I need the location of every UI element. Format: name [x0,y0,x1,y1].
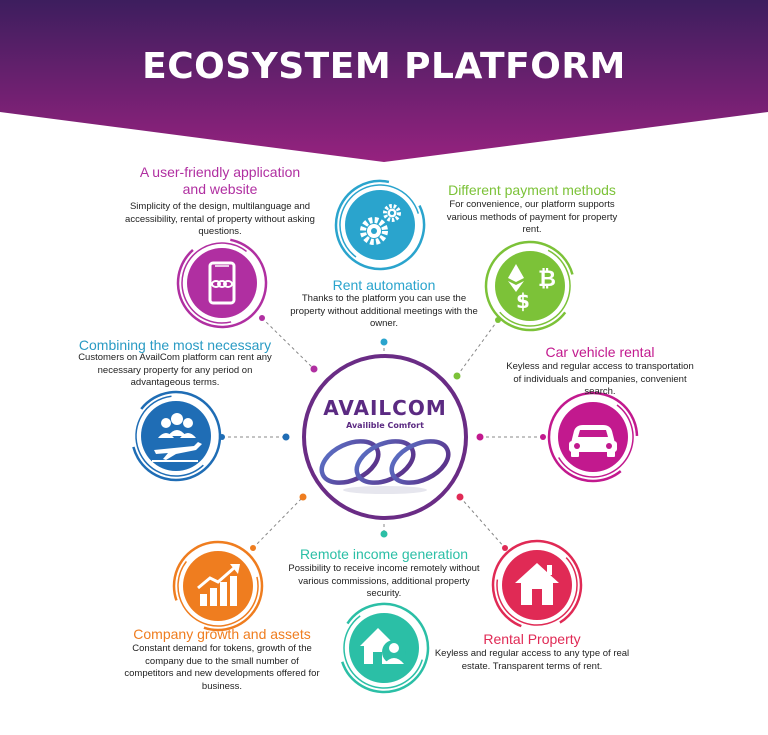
heading-rental: Rental Property [483,631,581,647]
connector-dot [299,493,307,501]
connector-dot [380,338,388,346]
growth-chart-icon [172,540,264,632]
desc-car: Keyless and regular access to transporta… [506,361,694,397]
chain-links-icon [319,439,451,494]
node-rent [334,179,426,271]
heading-rent: Rent automation [332,277,436,293]
desc-app: Simplicity of the design, multilanguage … [125,201,315,237]
brand-name: AVAILCOM [323,396,447,420]
svg-text:₿: ₿ [538,267,556,292]
header-banner [0,0,768,162]
heading-app: A user-friendly application and website [139,164,301,197]
desc-rent: Thanks to the platform you can use the p… [290,293,478,329]
connector-dot [476,433,484,441]
connector-dot [310,365,318,373]
house-icon [491,539,583,631]
connector-dot [250,545,256,551]
node-car [547,391,639,483]
brand-tagline: Availible Comfort [346,421,424,430]
desc-combine: Customers on AvailCom platform can rent … [78,352,272,388]
car-icon [547,391,639,483]
connector-dot [259,315,265,321]
node-payment: ₿ $ [484,240,576,332]
connector-dot [456,493,464,501]
heading-car: Car vehicle rental [545,344,655,360]
desc-payment: For convenience, our platform supports v… [446,199,618,235]
smartphone-icon [176,237,268,329]
people-plane-icon [130,390,222,482]
heading-remote: Remote income generation [299,546,469,562]
desc-growth: Constant demand for tokens, growth of th… [124,643,320,692]
connector-dot [282,433,290,441]
heading-growth: Company growth and assets [133,626,311,642]
desc-rental: Keyless and regular access to any type o… [434,648,630,672]
svg-text:$: $ [516,289,530,313]
desc-remote: Possibility to receive income remotely w… [288,563,480,599]
connector-dot [540,434,546,440]
connector-dot [502,545,508,551]
node-rental [491,539,583,631]
node-combine [130,390,222,482]
house-person-icon [338,602,430,694]
node-growth [172,540,264,632]
connector-dot [453,372,461,380]
node-remote [338,602,430,694]
node-app [176,237,268,329]
gears-icon [334,179,426,271]
connector-dot [380,530,388,538]
heading-combine: Combining the most necessary [78,337,272,353]
page-title: ECOSYSTEM PLATFORM [142,46,626,87]
availcom-logo: AVAILCOM Availible Comfort [302,354,468,520]
crypto-coins-icon: ₿ $ [484,240,576,332]
heading-payment: Different payment methods [448,182,616,198]
